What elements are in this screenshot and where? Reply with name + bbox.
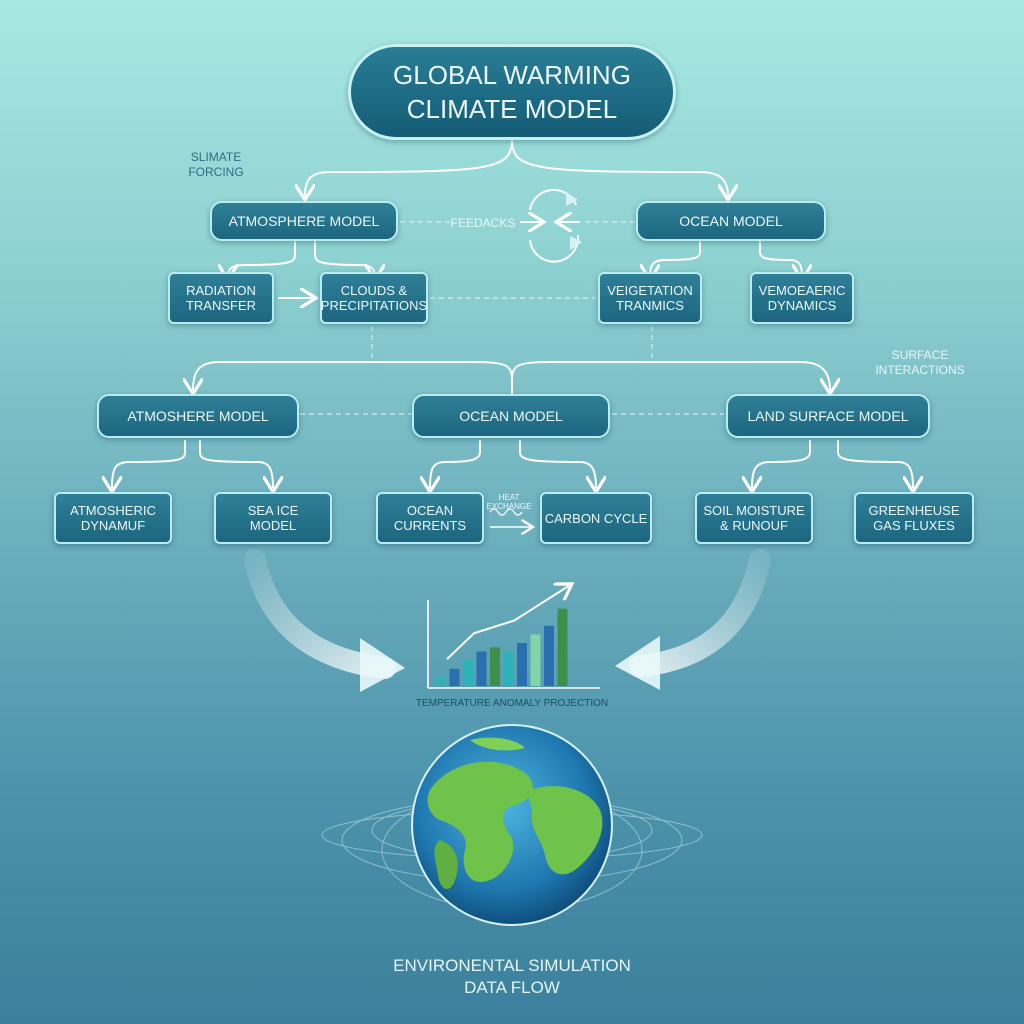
sea-ice-model-node[interactable]: SEA ICE MODEL [214, 492, 332, 544]
heat-wave-icon [489, 508, 523, 516]
radiation-transfer-node[interactable]: RADIATION TRANSFER [168, 272, 274, 324]
ocean-model-tier3-node[interactable]: OCEAN MODEL [412, 394, 610, 438]
title-node[interactable]: GLOBAL WARMING CLIMATE MODEL [348, 44, 676, 140]
chart-bar [544, 625, 554, 686]
feedback-cycle-icon [520, 188, 582, 263]
atmospheric-dynamics-node[interactable]: ATMOSHERIC DYNAMUF [54, 492, 172, 544]
globe-icon [411, 724, 613, 926]
greenhouse-gas-fluxes-node[interactable]: GREENHEUSE GAS FLUXES [854, 492, 974, 544]
chart-bar [436, 677, 446, 686]
chart-bars [436, 608, 568, 686]
chart-bar [530, 634, 541, 686]
ocean-currents-node[interactable]: OCEAN CURRENTS [376, 492, 484, 544]
temperature-chart [427, 586, 600, 689]
chart-bar [557, 608, 568, 686]
heat-exchange-label: HEAT EXCHANGE [486, 493, 532, 511]
atmosphere-model-tier3-node[interactable]: ATMOSHERE MODEL [97, 394, 299, 438]
clouds-precipitation-node[interactable]: CLOUDS & PRECIPITATIONS [320, 272, 428, 324]
tree-connectors [112, 139, 913, 527]
climate-forcing-label: SLIMATE FORCING [188, 150, 244, 179]
land-surface-model-node[interactable]: LAND SURFACE MODEL [726, 394, 930, 438]
vegetation-dynamics-node[interactable]: VEIGETATION TRANMICS [598, 272, 702, 324]
chart-bar [490, 647, 500, 686]
chart-bar [503, 651, 514, 686]
ocean-model-node[interactable]: OCEAN MODEL [636, 201, 826, 241]
chart-bar [463, 660, 473, 686]
atmosphere-model-node[interactable]: ATMOSPHERE MODEL [210, 201, 398, 241]
chart-bar [476, 651, 487, 686]
oceanic-dynamics-node[interactable]: VEMOEAERIC DYNAMICS [750, 272, 854, 324]
surface-interactions-label: SURFACE INTERACTIONS [875, 348, 965, 377]
dashed-links [300, 221, 724, 415]
feedbacks-label: FEEDACKS [450, 216, 516, 230]
carbon-cycle-node[interactable]: CARBON CYCLE [540, 492, 652, 544]
chart-bar [449, 668, 460, 686]
right-flow-arrow [629, 549, 771, 677]
soil-moisture-node[interactable]: SOIL MOISTURE & RUNOUF [695, 492, 813, 544]
chart-bar [517, 643, 527, 686]
chart-caption: TEMPERATURE ANOMALY PROJECTION [415, 698, 609, 709]
footer-caption: ENVIRONENTAL SIMULATION DATA FLOW [393, 956, 631, 997]
right-flow-arrow-head [615, 636, 660, 690]
chart-trend-line [446, 586, 569, 660]
left-flow-arrow-head [360, 638, 405, 692]
